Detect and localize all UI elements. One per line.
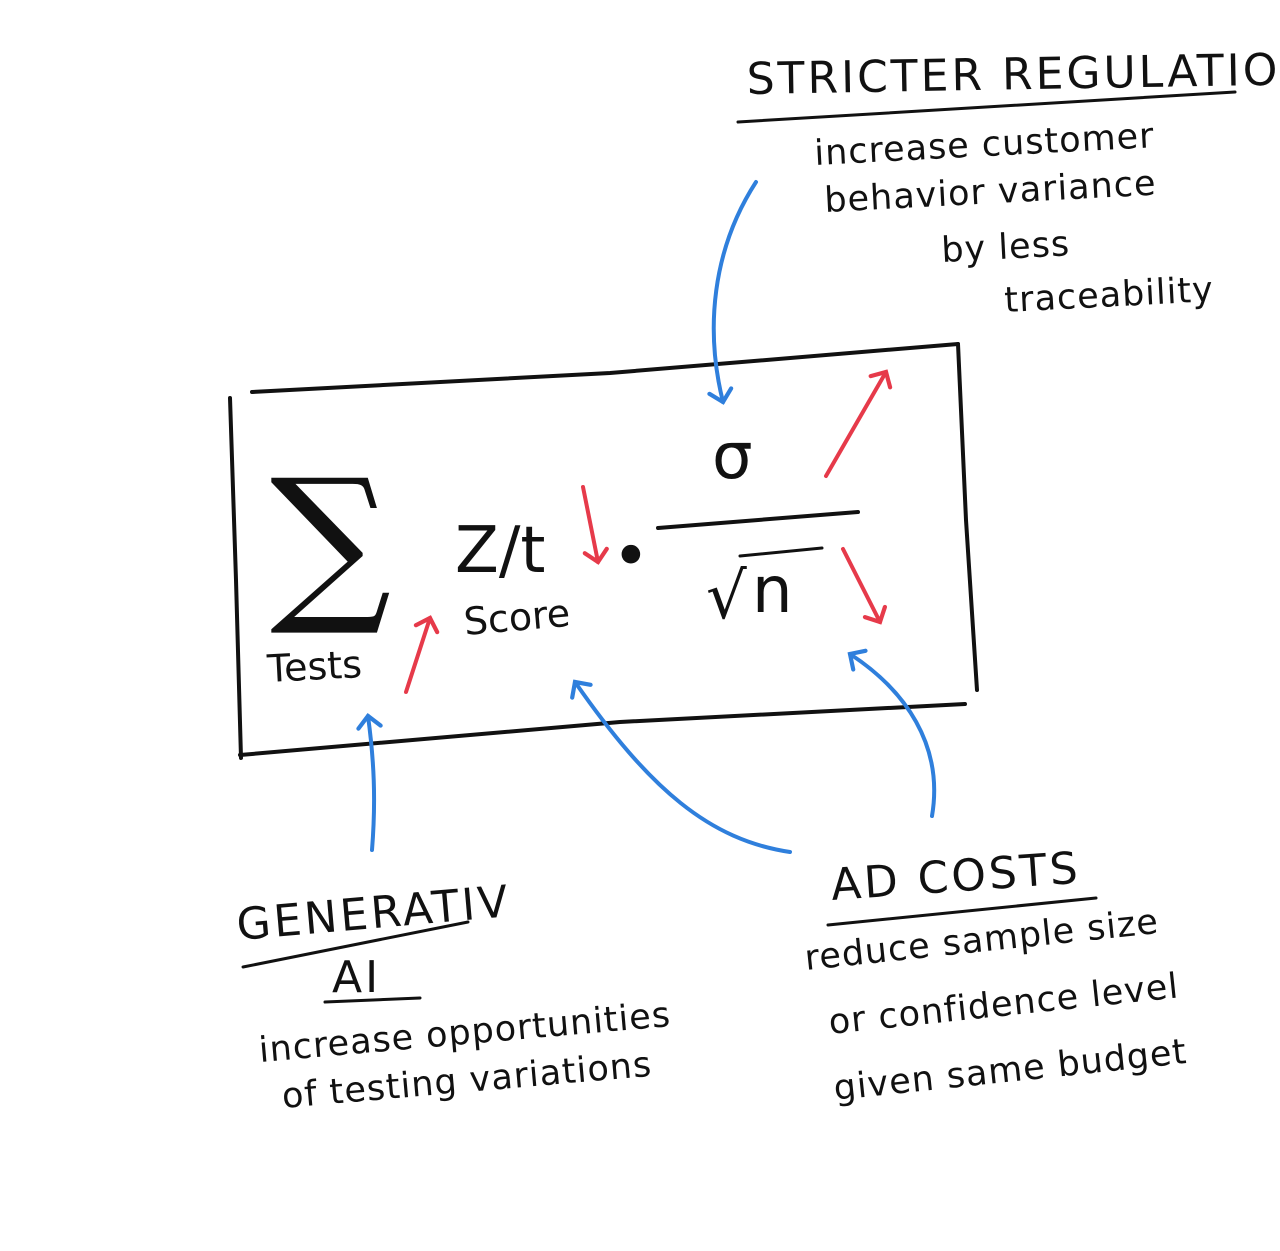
- ad-costs-title: AD COSTS: [829, 843, 1082, 911]
- formula-box-left-edge: [228, 396, 243, 760]
- formula: ∑ Tests Z/t Score • σ √ n: [265, 420, 860, 691]
- arrow-down-icon: [841, 547, 888, 625]
- arrow-generative-ai-to-tests: [356, 713, 383, 852]
- generative-ai-note: GENERATIV AI increase opportunities of t…: [235, 876, 673, 1117]
- generative-ai-title-line2-underline: [323, 996, 422, 1004]
- ad-costs-underline: [826, 896, 1098, 927]
- cause-arrows: [356, 180, 937, 854]
- stricter-regulations-line: by less: [940, 224, 1071, 271]
- generative-ai-title-line2: AI: [332, 952, 381, 1003]
- multiplication-dot: •: [612, 520, 650, 594]
- ad-costs-line: reduce sample size: [803, 902, 1161, 979]
- stricter-regulations-line: increase customer: [813, 116, 1155, 174]
- stricter-regulations-line: traceability: [1003, 270, 1214, 321]
- z-t-statistic: Z/t: [455, 514, 546, 588]
- arrow-ad-costs-to-sqrt-n: [847, 648, 937, 818]
- n-variable: n: [752, 554, 793, 628]
- arrow-regulations-to-sigma: [707, 180, 758, 405]
- z-t-subscript: Score: [462, 591, 572, 644]
- summation-symbol: ∑: [270, 443, 391, 641]
- stricter-regulations-note: STRICTER REGULATIONS increase customer b…: [736, 44, 1280, 321]
- formula-box: [228, 342, 979, 760]
- summation-subscript: Tests: [265, 642, 363, 691]
- effect-arrows: [404, 369, 893, 694]
- arrow-up-icon: [824, 369, 893, 478]
- formula-box-right-edge: [956, 342, 979, 692]
- stricter-regulations-underline: [736, 90, 1237, 124]
- formula-box-bottom-edge: [238, 702, 967, 757]
- generative-ai-underline: [241, 920, 470, 969]
- ad-costs-line: given same budget: [832, 1032, 1189, 1109]
- ad-costs-line: or confidence level: [827, 966, 1181, 1043]
- arrow-ad-costs-to-score: [570, 679, 792, 854]
- ad-costs-note: AD COSTS reduce sample size or confidenc…: [803, 843, 1189, 1109]
- stricter-regulations-line: behavior variance: [823, 164, 1157, 221]
- fraction-bar: [656, 510, 860, 530]
- sqrt-overline: [738, 546, 824, 558]
- sqrt-symbol: √: [706, 560, 747, 634]
- arrow-up-icon: [404, 615, 440, 694]
- stricter-regulations-title: STRICTER REGULATIONS: [746, 44, 1280, 105]
- sigma-symbol: σ: [712, 420, 753, 494]
- arrow-down-icon: [581, 485, 609, 565]
- formula-box-top-edge: [250, 342, 960, 394]
